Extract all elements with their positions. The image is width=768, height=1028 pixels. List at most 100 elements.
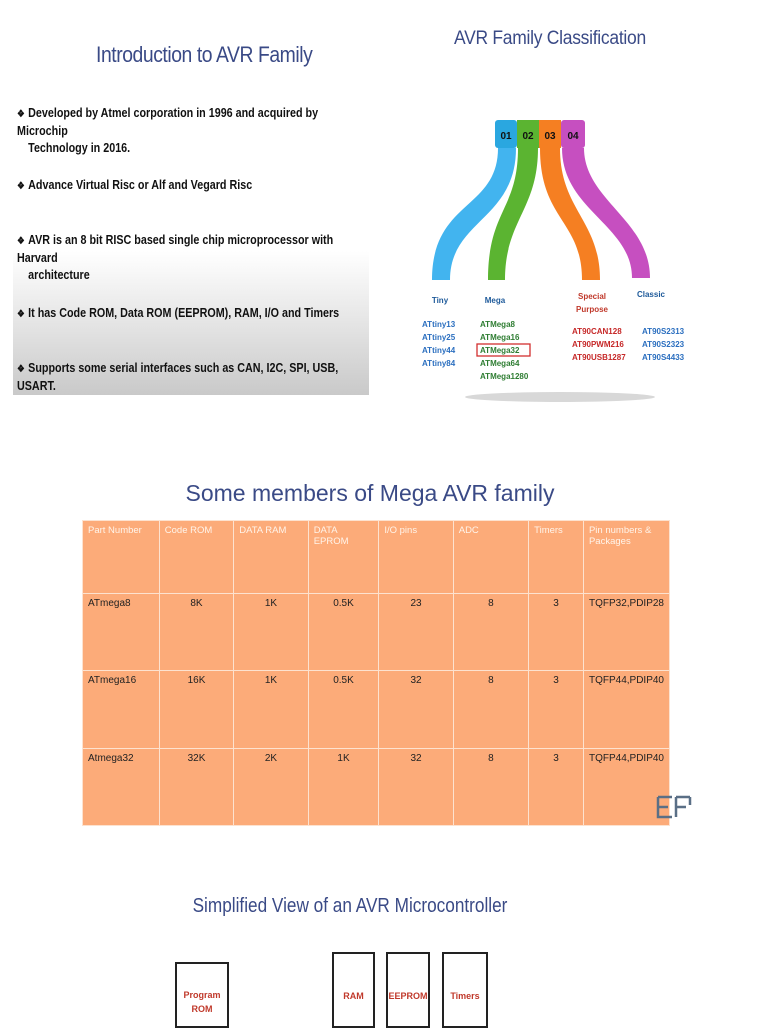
header-timers: Timers [528,519,584,595]
diamond-bullet-icon: ❖ [17,236,25,247]
bullet-text-continued: architecture [28,268,90,282]
ram-block: RAM [332,952,375,1028]
device-at90usb1287: AT90USB1287 [572,353,626,362]
cell-adc: 8 [452,593,530,672]
table-header-row: Part Number Code ROM DATA RAM DATA EPROM… [82,519,671,595]
cell-part: ATmega16 [82,670,160,749]
bullet-text: Supports some serial interfaces such as … [17,361,339,393]
cell-timers: 3 [528,670,584,749]
cell-io-pins: 23 [378,593,454,672]
program-rom-block: Program ROM [175,962,229,1028]
cell-timers: 3 [528,593,584,672]
bullet-text: Developed by Atmel corporation in 1996 a… [17,106,319,138]
classification-title: AVR Family Classification [454,28,646,49]
header-part-number: Part Number [82,519,160,595]
intro-slide-title: Introduction to AVR Family [96,42,313,67]
category-mega-label: Mega [485,296,506,305]
device-atmega64: ATMega64 [480,359,520,368]
header-data-eprom: DATA EPROM [307,519,380,595]
simplified-view-title: Simplified View of an AVR Microcontrolle… [192,895,508,917]
diamond-bullet-icon: ❖ [17,181,25,192]
device-at90s2313: AT90S2313 [642,327,685,336]
device-at90pwm216: AT90PWM216 [572,340,624,349]
eeprom-label: EEPROM [388,991,428,1001]
tab-04-shape [561,120,585,148]
timers-block: Timers [442,952,488,1028]
cell-data-eprom: 0.5K [307,593,380,672]
cell-code-rom: 16K [158,670,235,749]
diamond-bullet-icon: ❖ [17,309,25,320]
cell-data-ram: 1K [233,593,309,672]
diagram-shadow [465,392,655,402]
program-rom-label-1: Program [183,990,221,1000]
cell-code-rom: 32K [158,747,235,827]
category-purpose-label: Purpose [576,305,609,314]
mega-table-title: Some members of Mega AVR family [185,480,555,506]
header-io-pins: I/O pins [378,519,454,595]
bullet-item-acronym: ❖Advance Virtual Risc or Alf and Vegard … [17,177,361,195]
intro-bullet-panel: ❖Developed by Atmel corporation in 1996 … [13,95,369,395]
device-at90s4433: AT90S4433 [642,353,685,362]
mega-members-table: Part Number Code ROM DATA RAM DATA EPROM… [82,519,671,827]
cell-part: ATmega8 [82,593,160,672]
cell-packages: TQFP44,PDIP40 [582,747,671,827]
device-atmega32: ATMega32 [480,346,520,355]
bullet-item-atmel: ❖Developed by Atmel corporation in 1996 … [17,105,361,157]
classification-diagram: 01 02 03 04 Tiny Mega Special Purpose Cl… [422,120,685,402]
cell-code-rom: 8K [158,593,235,672]
header-code-rom: Code ROM [158,519,235,595]
device-atmega16: ATMega16 [480,333,520,342]
cell-data-ram: 1K [233,670,309,749]
device-atmega1280: ATMega1280 [480,372,529,381]
bullet-text: AVR is an 8 bit RISC based single chip m… [17,233,334,265]
diamond-bullet-icon: ❖ [17,364,25,375]
bullet-item-serial: ❖Supports some serial interfaces such as… [17,360,361,395]
table-row: Atmega32 32K 2K 1K 32 8 3 TQFP44,PDIP40 [82,747,671,827]
category-special-label: Special [578,292,606,301]
cell-adc: 8 [452,747,530,827]
tab-03-shape [539,120,561,148]
device-attiny44: ATtiny44 [422,346,456,355]
tab-01-label: 01 [500,131,512,142]
cell-adc: 8 [452,670,530,749]
ef-logo-icon [656,795,692,819]
tab-01-shape [495,120,517,148]
device-attiny25: ATtiny25 [422,333,456,342]
atmega32-highlight-box [476,343,531,357]
cell-io-pins: 32 [378,670,454,749]
cell-data-eprom: 1K [307,747,380,827]
timers-label: Timers [450,991,480,1001]
device-at90can128: AT90CAN128 [572,327,622,336]
ram-label: RAM [343,991,364,1001]
program-rom-label-2: ROM [191,1004,213,1014]
classic-ribbon [562,148,650,278]
tab-02-label: 02 [522,131,534,142]
eeprom-block: EEPROM [386,952,430,1028]
device-attiny13: ATtiny13 [422,320,456,329]
table-row: ATmega16 16K 1K 0.5K 32 8 3 TQFP44,PDIP4… [82,670,671,749]
cell-packages: TQFP32,PDIP28 [582,593,671,672]
cell-part: Atmega32 [82,747,160,827]
tab-03-label: 03 [544,131,556,142]
bullet-text: It has Code ROM, Data ROM (EEPROM), RAM,… [28,306,340,320]
mega-table-container: Part Number Code ROM DATA RAM DATA EPROM… [82,519,671,827]
tab-04-label: 04 [567,131,579,142]
cell-data-eprom: 0.5K [307,670,380,749]
special-ribbon [540,148,600,280]
tiny-ribbon [432,148,516,280]
cell-io-pins: 32 [378,747,454,827]
mega-ribbon [488,148,538,280]
bullet-text: Advance Virtual Risc or Alf and Vegard R… [28,178,253,192]
category-tiny-label: Tiny [432,296,449,305]
header-data-ram: DATA RAM [233,519,309,595]
diamond-bullet-icon: ❖ [17,109,25,120]
device-attiny84: ATtiny84 [422,359,456,368]
tab-02-shape [517,120,539,148]
bullet-text-continued: Technology in 2016. [28,141,131,155]
bullet-item-architecture: ❖AVR is an 8 bit RISC based single chip … [17,232,361,284]
table-row: ATmega8 8K 1K 0.5K 23 8 3 TQFP32,PDIP28 [82,593,671,672]
device-at90s2323: AT90S2323 [642,340,685,349]
cell-data-ram: 2K [233,747,309,827]
category-classic-label: Classic [637,290,666,299]
device-atmega8: ATMega8 [480,320,516,329]
